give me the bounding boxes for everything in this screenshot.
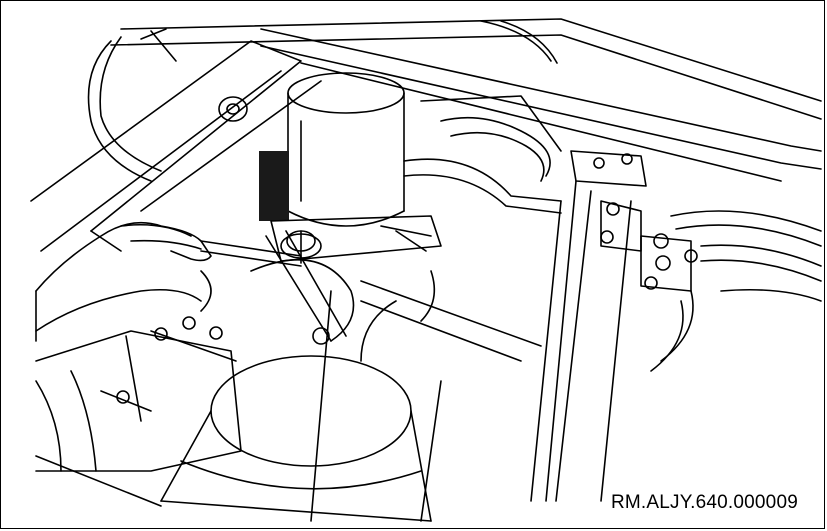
hand: [35, 221, 212, 342]
bottom-edge: [35, 455, 162, 507]
fuel-filter-canister: [259, 72, 405, 227]
left-wiring-harness: [87, 28, 177, 182]
right-hoses: [650, 210, 822, 372]
lower-drum: [160, 355, 432, 522]
wrench: [200, 230, 355, 345]
left-cross-member: [30, 40, 322, 252]
engine-block: [35, 316, 242, 472]
filter-bracket: [270, 215, 442, 264]
mounting-plate: [570, 150, 647, 187]
upper-frame-rail: [110, 18, 822, 182]
fuel-line: [403, 95, 562, 214]
reference-code-label: RM.ALJY.640.000009: [608, 492, 800, 514]
lower-tray: [310, 270, 542, 522]
right-frame-member: [530, 180, 632, 502]
